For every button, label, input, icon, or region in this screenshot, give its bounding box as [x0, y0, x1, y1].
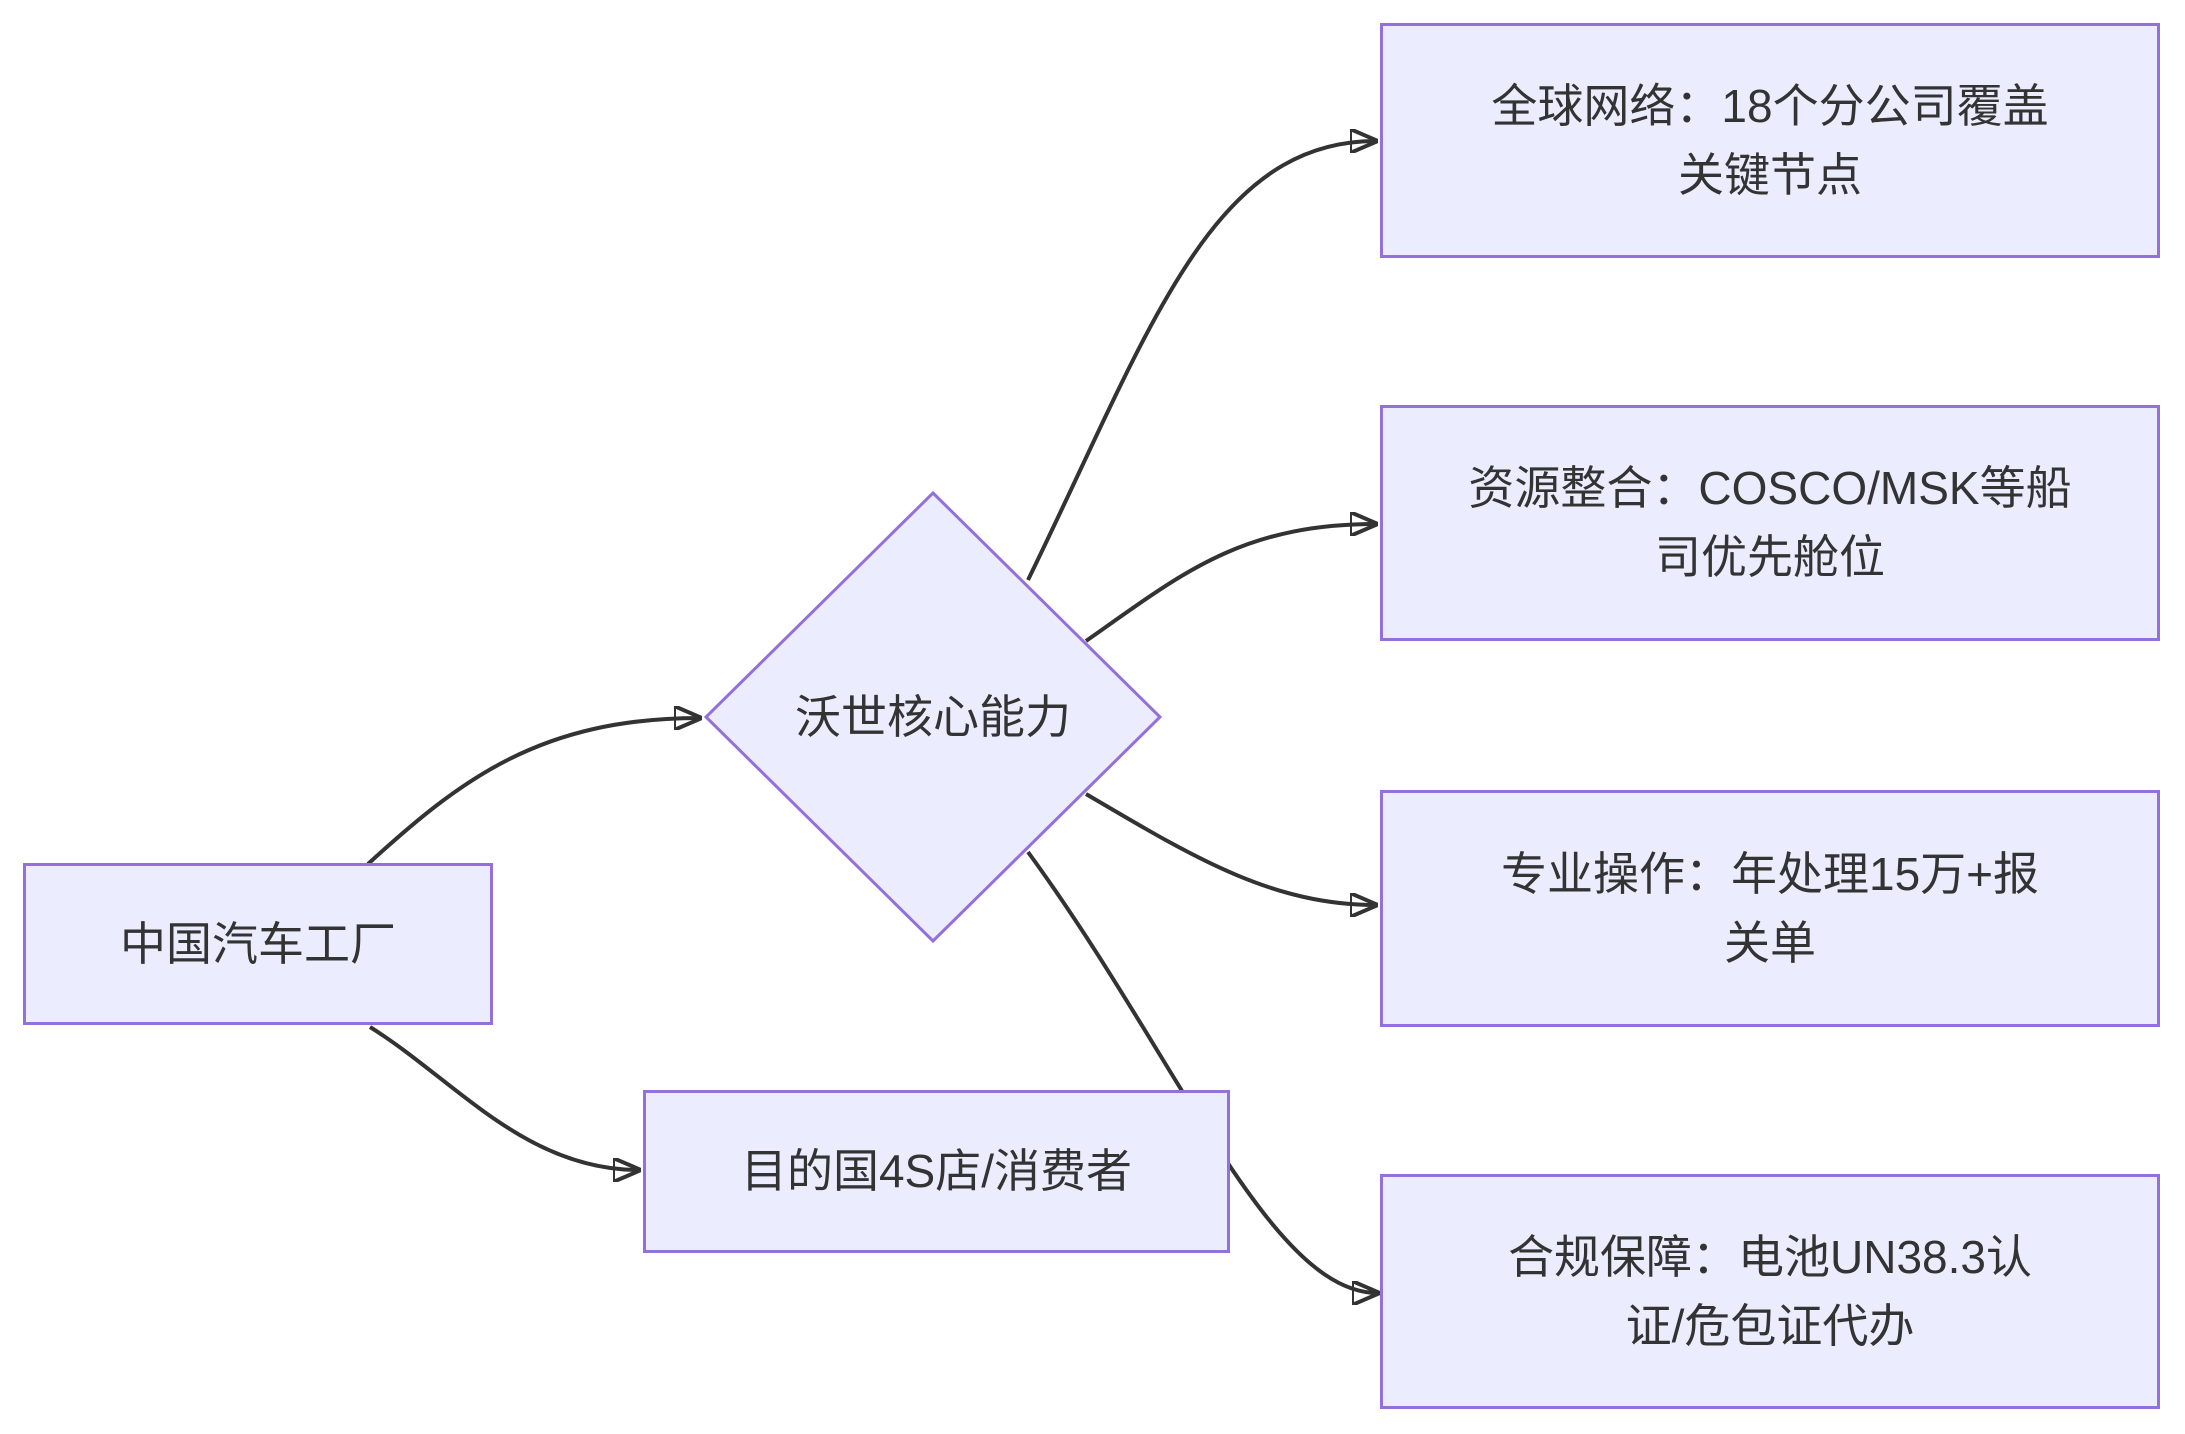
node-china-auto-factory: 中国汽车工厂 — [23, 863, 493, 1025]
node-label-line: 司优先舱位 — [1655, 531, 1885, 583]
node-label: 合规保障：电池UN38.3认 证/危包证代办 — [1508, 1223, 2032, 1361]
node-label: 目的国4S店/消费者 — [740, 1145, 1133, 1197]
node-label-line: 关单 — [1724, 916, 1816, 969]
node-label-line: 证/危包证代办 — [1625, 1299, 1915, 1352]
edge-core-to-cap_resource — [1084, 524, 1376, 643]
node-label: 资源整合：COSCO/MSK等船 司优先舱位 — [1468, 454, 2071, 592]
node-label-line: 资源整合：COSCO/MSK等船 — [1468, 462, 2072, 514]
node-label-line: 关键节点 — [1677, 148, 1862, 201]
node-label: 中国汽车工厂 — [120, 917, 396, 970]
node-label: 专业操作：年处理15万+报 关单 — [1501, 840, 2039, 978]
edge-factory-to-dest — [368, 1025, 639, 1170]
edge-factory-to-core — [366, 718, 700, 866]
node-label: 全球网络：18个分公司覆盖 关键节点 — [1491, 72, 2048, 210]
node-label-line: 合规保障：电池UN38.3认 — [1508, 1230, 2032, 1283]
node-resource-integration: 资源整合：COSCO/MSK等船 司优先舱位 — [1380, 405, 2160, 641]
node-core-capability-decision: 沃世核心能力 — [703, 490, 1163, 944]
node-label: 沃世核心能力 — [795, 690, 1071, 743]
node-label-line: 专业操作：年处理15万+报 — [1500, 847, 2040, 900]
node-label-line: 全球网络：18个分公司覆盖 — [1491, 79, 2049, 132]
node-global-network: 全球网络：18个分公司覆盖 关键节点 — [1380, 23, 2160, 258]
diamond-shape — [703, 490, 1163, 944]
node-professional-operation: 专业操作：年处理15万+报 关单 — [1380, 790, 2160, 1027]
edge-core-to-cap_network — [1026, 141, 1376, 581]
edge-core-to-cap_operation — [1084, 792, 1376, 905]
node-destination-4s-consumer: 目的国4S店/消费者 — [643, 1090, 1230, 1253]
node-compliance-guarantee: 合规保障：电池UN38.3认 证/危包证代办 — [1380, 1174, 2160, 1409]
